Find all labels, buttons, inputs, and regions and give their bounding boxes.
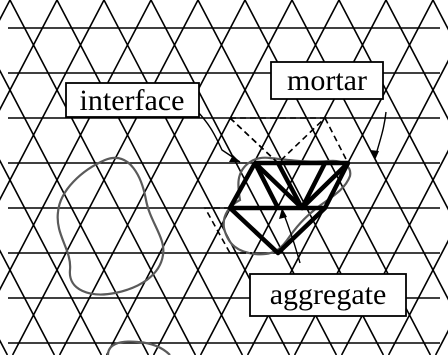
- interface-label-box: [65, 82, 200, 118]
- diagonal-lattice-line: [0, 69, 150, 355]
- diagonal-lattice-line: [0, 0, 105, 201]
- diagonal-lattice-line: [56, 0, 244, 355]
- aggregate-label-box: [249, 273, 407, 317]
- diagonal-lattice-line: [58, 0, 246, 355]
- interface-arrow: [197, 111, 241, 163]
- interface-label-text: interface: [80, 84, 185, 117]
- aggregate-arrow: [282, 211, 301, 264]
- arrow-heads: [229, 150, 379, 219]
- interface-dashed-elements: [203, 117, 349, 254]
- diagonal-lattice-line: [9, 0, 197, 355]
- diagonal-lattice-line: [11, 0, 199, 355]
- mortar-label-text: mortar: [287, 64, 367, 97]
- diagonal-lattice-line: [0, 0, 58, 111]
- diagonal-lattice-line: [434, 329, 448, 355]
- diagonal-lattice-line: [105, 0, 293, 355]
- mortar-arrow-head: [370, 150, 379, 160]
- diagonal-lattice-line: [0, 339, 9, 355]
- diagonal-lattice-line: [0, 249, 56, 355]
- aggregate-boundary-left: [56, 156, 165, 296]
- diagonal-lattice-line: [0, 0, 152, 291]
- interface-label: interface: [65, 82, 200, 118]
- aggregate-arrow-head: [279, 208, 287, 219]
- diagonal-lattice-line: [0, 159, 103, 355]
- mortar-label-box: [270, 61, 384, 100]
- diagonal-lattice-line: [291, 0, 448, 301]
- aggregate-label-text: aggregate: [270, 278, 387, 311]
- aggregate-boundary-bottom: [106, 340, 171, 355]
- mortar-label: mortar: [270, 61, 384, 100]
- aggregate-label: aggregate: [249, 273, 407, 317]
- diagonal-lattice-line: [385, 0, 448, 121]
- aggregate-bold-elements: [227, 160, 351, 256]
- diagonal-lattice-line: [338, 0, 448, 211]
- diagonal-lattice-line: [199, 0, 387, 355]
- diagonal-lattice-line: [432, 0, 448, 31]
- diagonal-lattice-line: [387, 239, 448, 355]
- interface-arrow-head: [229, 155, 240, 162]
